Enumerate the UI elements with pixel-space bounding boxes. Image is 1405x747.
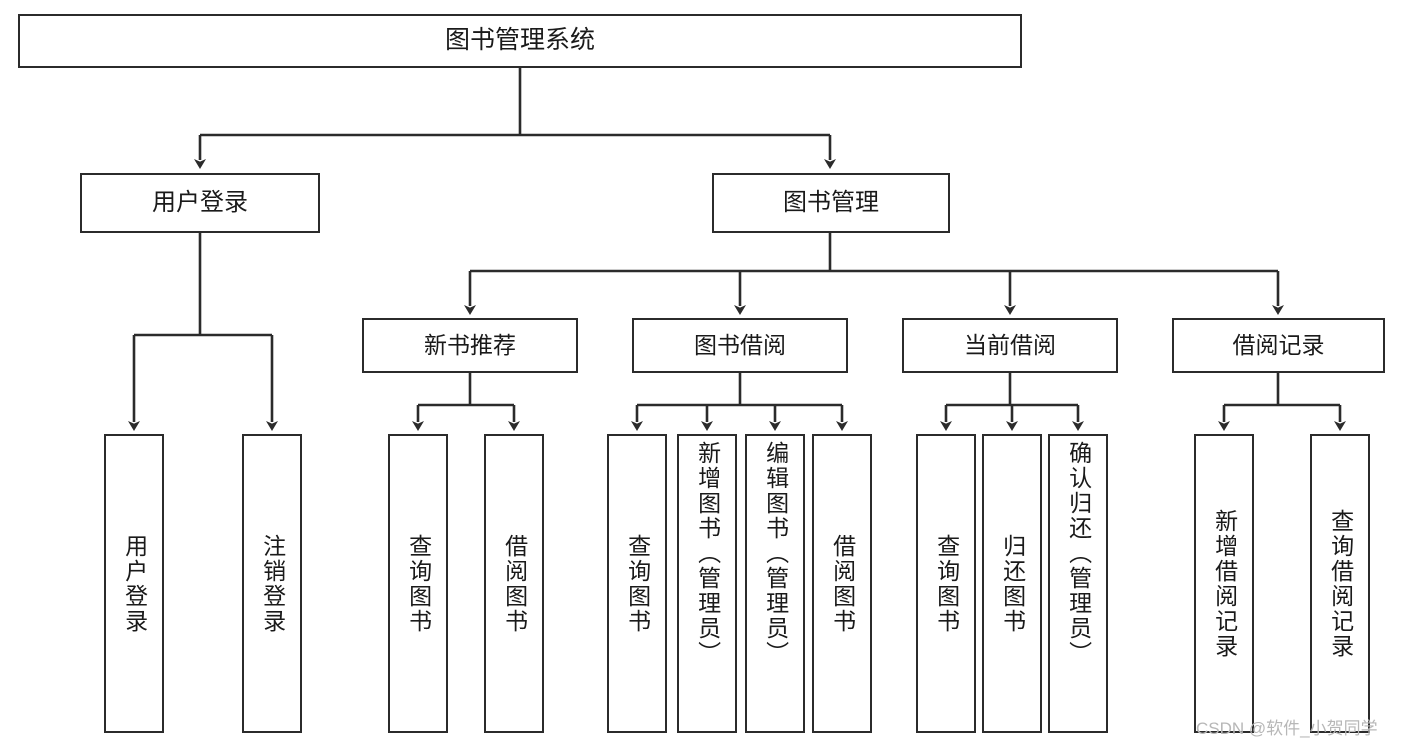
node-label: 图书管理系统 [444,26,595,55]
leaf-query-borrow-record[interactable]: 查询借阅记录 [1310,434,1370,733]
node-label: 借阅图书 [501,533,528,634]
node-label: 新增图书（管理员） [694,441,721,666]
leaf-edit-book-admin[interactable]: 编辑图书（管理员） [745,434,805,733]
leaf-add-book-admin[interactable]: 新增图书（管理员） [677,434,737,733]
node-label: 借阅图书 [829,533,856,634]
node-label: 图书管理 [783,188,879,216]
leaf-user-login[interactable]: 用户登录 [104,434,164,733]
node-label: 借阅记录 [1232,331,1325,358]
node-label: 图书借阅 [694,331,786,358]
node-user-login[interactable]: 用户登录 [80,173,320,233]
leaf-query-book-current[interactable]: 查询图书 [916,434,976,733]
node-label: 当前借阅 [964,331,1056,358]
node-book-borrow[interactable]: 图书借阅 [632,318,848,373]
leaf-return-book[interactable]: 归还图书 [982,434,1042,733]
node-label: 查询图书 [405,533,432,634]
node-label: 确认归还（管理员） [1065,441,1092,666]
node-label: 查询借阅记录 [1327,508,1354,659]
node-label: 新增借阅记录 [1211,508,1238,659]
leaf-add-borrow-record[interactable]: 新增借阅记录 [1194,434,1254,733]
leaf-query-book-borrow[interactable]: 查询图书 [607,434,667,733]
csdn-watermark: CSDN @软件_小贺同学 [1196,719,1378,738]
node-root-system[interactable]: 图书管理系统 [18,14,1022,68]
node-label: 查询图书 [933,533,960,634]
leaf-confirm-return-admin[interactable]: 确认归还（管理员） [1048,434,1108,733]
node-label: 编辑图书（管理员） [762,441,789,666]
leaf-borrow-book[interactable]: 借阅图书 [812,434,872,733]
node-new-book-recommend[interactable]: 新书推荐 [362,318,578,373]
node-label: 归还图书 [999,533,1026,634]
node-book-management[interactable]: 图书管理 [712,173,950,233]
node-current-borrow[interactable]: 当前借阅 [902,318,1118,373]
leaf-borrow-book-newbook[interactable]: 借阅图书 [484,434,544,733]
node-label: 查询图书 [624,533,651,634]
node-borrow-record[interactable]: 借阅记录 [1172,318,1385,373]
leaf-logout[interactable]: 注销登录 [242,434,302,733]
node-label: 用户登录 [121,533,148,634]
leaf-query-book-newbook[interactable]: 查询图书 [388,434,448,733]
node-label: 新书推荐 [424,331,516,358]
node-label: 用户登录 [152,188,248,216]
node-label: 注销登录 [259,533,286,634]
